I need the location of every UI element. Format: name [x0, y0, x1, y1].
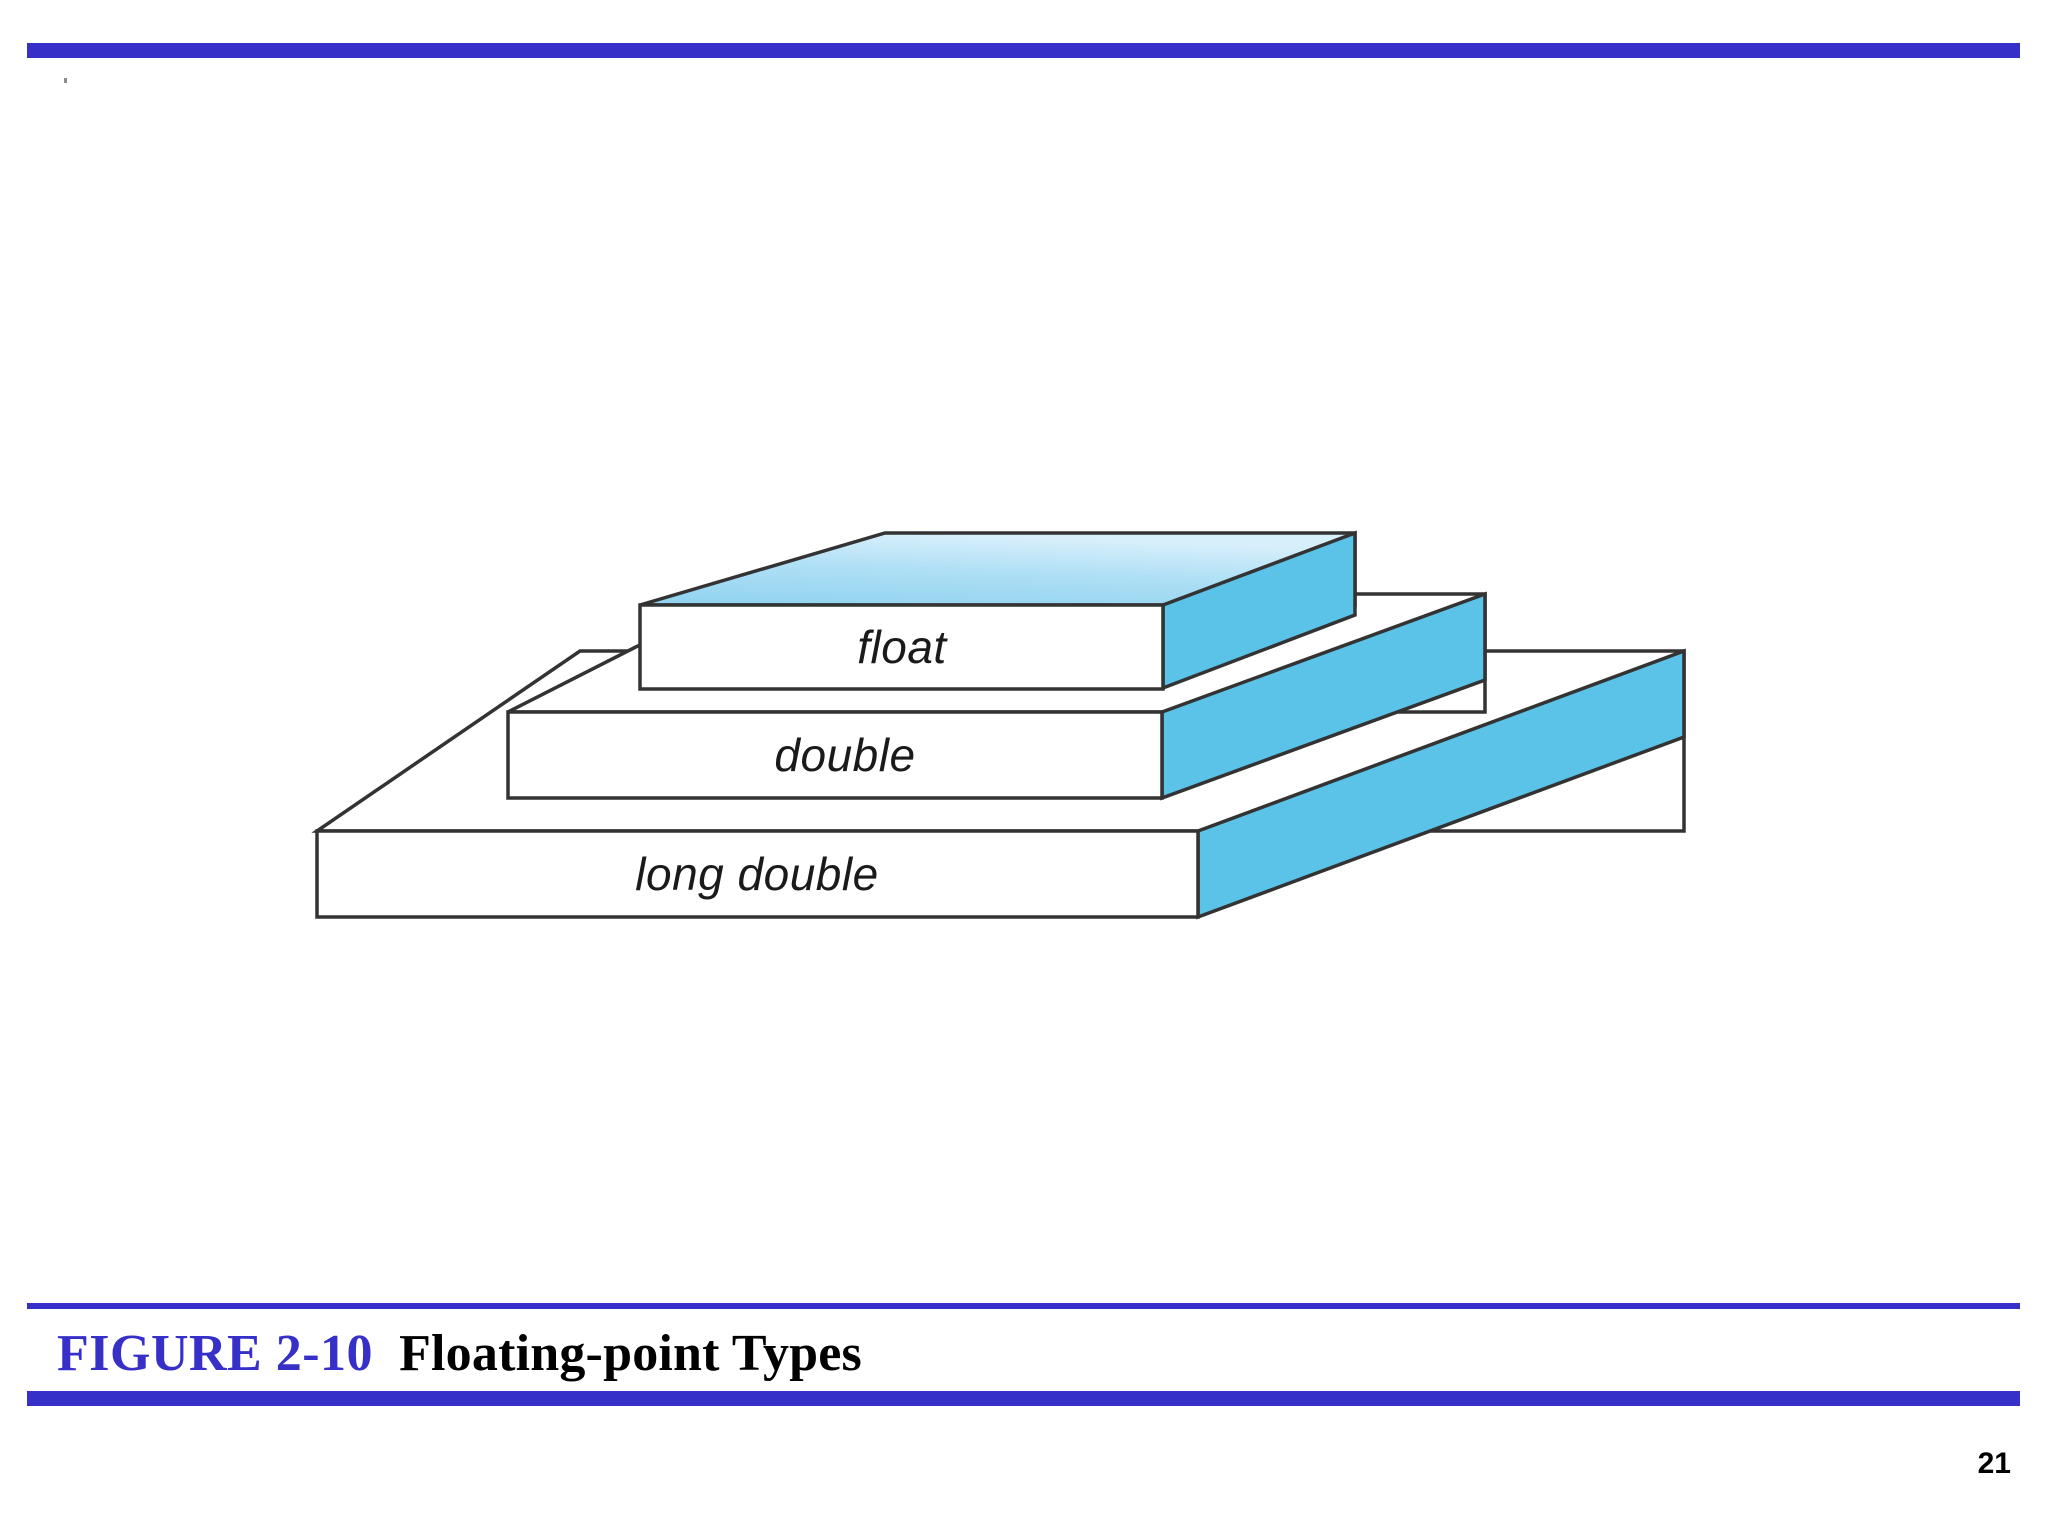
- figure-caption: FIGURE 2-10 Floating-point Types: [57, 1316, 862, 1391]
- caption-title: Floating-point Types: [399, 1325, 862, 1382]
- slab-float: float: [638, 530, 1357, 691]
- stray-mark: [64, 78, 67, 83]
- page-number: 21: [1977, 1447, 2011, 1480]
- top-accent-rule: [27, 43, 2020, 58]
- caption-top-rule: [27, 1303, 2020, 1309]
- caption-bottom-rule: [27, 1391, 2020, 1406]
- slab-long-double-label: long double: [635, 848, 878, 900]
- floating-point-types-diagram: long double double float: [311, 530, 1686, 920]
- slab-long-double-front-face: [315, 829, 1200, 919]
- slab-double-front-face: [506, 710, 1164, 800]
- figure-illustration: long double double float: [311, 530, 1686, 920]
- caption-figure-label: FIGURE 2-10: [57, 1325, 374, 1382]
- slab-float-label: float: [857, 621, 948, 673]
- slab-float-front-face: [638, 603, 1165, 691]
- slab-double-label: double: [774, 729, 915, 781]
